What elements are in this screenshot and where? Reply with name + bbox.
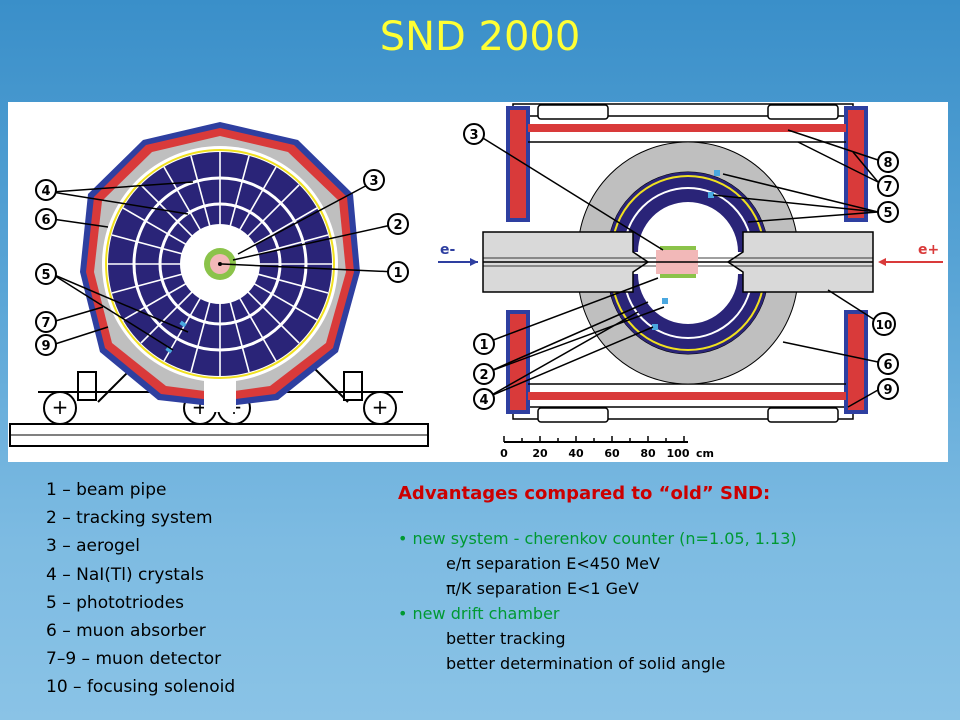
callout-label: 4 (41, 184, 50, 199)
callout-label: 3 (469, 128, 478, 143)
callout-label: 7 (883, 180, 892, 195)
side-view: e- e+ 3 1 2 (438, 103, 943, 460)
callout-label: 5 (883, 206, 892, 221)
callout-label: 10 (876, 318, 893, 332)
legend-item: 10 – focusing solenoid (46, 677, 236, 698)
beam-label-positron: e+ (918, 242, 939, 258)
end-view: + + + + (9, 122, 429, 447)
advantage-text: new system - cherenkov counter (n=1.05, … (412, 529, 797, 548)
advantage-subitem: better tracking (446, 629, 566, 648)
callout-label: 1 (479, 338, 488, 353)
legend-item: 5 – phototriodes (46, 592, 185, 613)
scale-bar: 0 20 40 60 80 100 cm (500, 436, 714, 460)
scale-tick-label: 80 (640, 447, 656, 460)
advantage-item: • new system - cherenkov counter (n=1.05… (398, 526, 938, 551)
legend-item: 3 – aerogel (46, 536, 140, 557)
callout-label: 5 (41, 268, 50, 283)
legend-item: 7–9 – muon detector (46, 649, 222, 670)
bullet-icon: • (398, 604, 413, 623)
component-legend: 1 – beam pipe 2 – tracking system 3 – ae… (46, 476, 346, 702)
callout-label: 9 (883, 383, 892, 398)
muon-counter (844, 310, 868, 414)
callout-label: 9 (41, 339, 50, 354)
advantage-item: • new drift chamber (398, 601, 938, 626)
callout-label: 2 (393, 218, 402, 233)
muon-counter (844, 106, 868, 222)
legend-item: 1 – beam pipe (46, 480, 167, 500)
bullet-icon: • (398, 529, 413, 548)
page-title: SND 2000 (379, 14, 581, 60)
left-callouts: 4 6 5 7 9 3 2 1 (35, 169, 409, 356)
callout-label: 1 (393, 266, 402, 281)
legend-item: 4 – NaI(Tl) crystals (46, 564, 204, 585)
advantage-text: new drift chamber (412, 604, 560, 623)
scale-unit: cm (696, 447, 714, 460)
scale-tick-label: 100 (667, 447, 690, 460)
callout-label: 4 (479, 393, 488, 408)
svg-text:+: + (372, 395, 389, 419)
advantage-subitem: better determination of solid angle (446, 654, 726, 673)
callout-label: 6 (883, 358, 892, 373)
scale-tick-label: 60 (604, 447, 620, 460)
right-callouts: 3 1 2 4 8 7 5 10 6 9 (463, 123, 899, 410)
svg-text:+: + (52, 395, 69, 419)
detector-figure: + + + + (8, 102, 948, 462)
scale-tick-label: 20 (532, 447, 548, 460)
scale-tick-label: 40 (568, 447, 584, 460)
legend-item: 2 – tracking system (46, 508, 213, 529)
advantages-panel: Advantages compared to “old” SND: • new … (398, 483, 938, 676)
callout-label: 8 (883, 156, 892, 171)
callout-label: 7 (41, 316, 50, 331)
legend-item: 6 – muon absorber (46, 621, 206, 642)
scale-tick-label: 0 (500, 447, 508, 460)
callout-label: 3 (369, 174, 378, 189)
advantages-heading: Advantages compared to “old” SND: (398, 483, 771, 504)
beam-label-electron: e- (440, 242, 455, 258)
callout-label: 6 (41, 213, 50, 228)
muon-counter (506, 106, 530, 222)
advantage-subitem: π/K separation E<1 GeV (446, 579, 639, 598)
callout-label: 2 (479, 368, 488, 383)
advantage-subitem: e/π separation E<450 MeV (446, 554, 660, 573)
